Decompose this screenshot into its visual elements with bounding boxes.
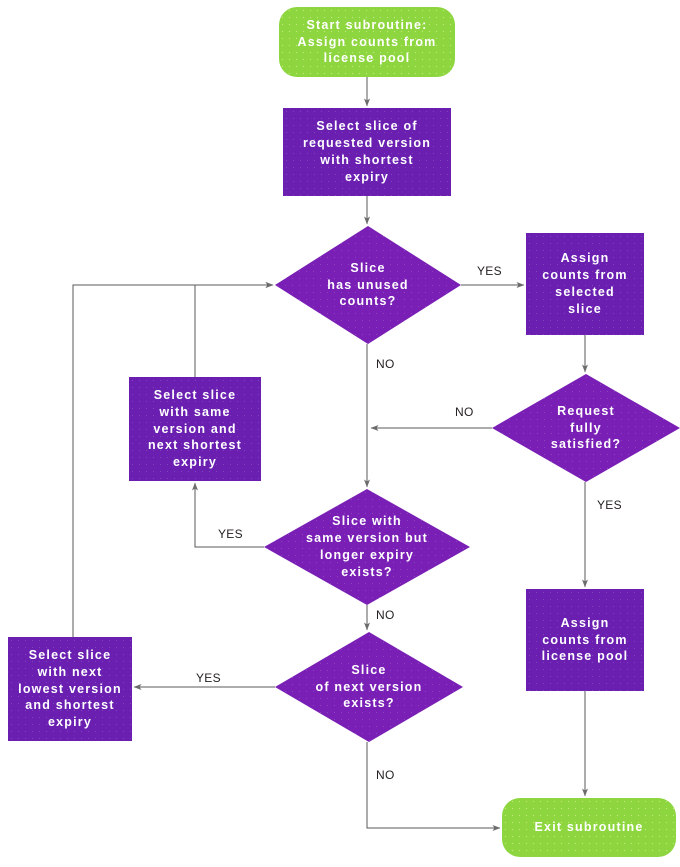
edge-label-yes-slice-has-unused: YES	[477, 264, 502, 278]
node-select-slice-next-lowest-version[interactable]: Select slice with next lowest version an…	[8, 637, 132, 741]
node-label: Select slice with same version and next …	[147, 387, 243, 470]
node-label: Exit subroutine	[534, 820, 644, 835]
node-label: Select slice with next lowest version an…	[18, 647, 122, 730]
node-assign-counts-from-license-pool[interactable]: Assign counts from license pool	[526, 589, 644, 691]
edge-label-yes-next-version: YES	[196, 671, 221, 685]
node-decision-request-fully-satisfied[interactable]: Request fully satisfied?	[492, 374, 680, 482]
node-label: Request fully satisfied?	[550, 403, 622, 452]
node-label: Assign counts from selected slice	[542, 251, 628, 316]
edge-next-version-no	[366, 742, 501, 831]
node-decision-slice-has-unused-counts[interactable]: Slice has unused counts?	[275, 226, 461, 344]
node-exit-subroutine[interactable]: Exit subroutine	[502, 798, 676, 857]
node-select-slice-same-version-next-shortest-expiry[interactable]: Select slice with same version and next …	[129, 377, 261, 481]
node-select-slice-requested-version[interactable]: Select slice of requested version with s…	[283, 108, 451, 196]
edge-label-no-longer-expiry: NO	[376, 608, 395, 622]
node-decision-longer-expiry-exists[interactable]: Slice with same version but longer expir…	[264, 489, 470, 605]
edge-label-yes-longer-expiry: YES	[218, 527, 243, 541]
edge-label-yes-request-satisfied: YES	[597, 498, 622, 512]
node-label: Start subroutine: Assign counts from lic…	[297, 17, 437, 66]
edge-same-version-return	[194, 282, 274, 377]
node-start-subroutine[interactable]: Start subroutine: Assign counts from lic…	[279, 7, 455, 77]
node-decision-slice-of-next-version-exists[interactable]: Slice of next version exists?	[275, 632, 463, 742]
edge-label-no-request-satisfied: NO	[455, 405, 474, 419]
node-label: Slice of next version exists?	[315, 662, 423, 711]
node-label: Slice with same version but longer expir…	[305, 514, 428, 579]
node-assign-counts-from-selected-slice[interactable]: Assign counts from selected slice	[526, 233, 644, 335]
node-label: Assign counts from license pool	[541, 615, 629, 664]
edge-label-no-slice-has-unused: NO	[376, 357, 395, 371]
node-label: Select slice of requested version with s…	[302, 119, 432, 184]
node-label: Slice has unused counts?	[327, 260, 409, 309]
edge-label-no-next-version: NO	[376, 768, 395, 782]
